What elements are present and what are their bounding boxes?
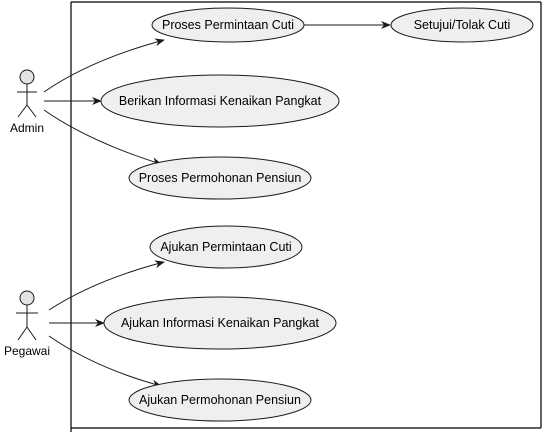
use-case-uc5-label: Ajukan Permintaan Cuti	[160, 240, 291, 254]
actor-pegawai: Pegawai	[4, 290, 50, 358]
use-case-uc5[interactable]: Ajukan Permintaan Cuti	[149, 225, 303, 269]
actor-admin-label: Admin	[10, 121, 44, 135]
association-pegawai-uc5	[48, 260, 165, 311]
use-case-uc2[interactable]: Setujui/Tolak Cuti	[390, 7, 534, 43]
use-case-uc1[interactable]: Proses Permintaan Cuti	[151, 7, 305, 43]
system-boundary	[70, 1, 542, 432]
stick-figure-icon	[16, 290, 38, 341]
association-pegawai-uc7	[48, 335, 162, 388]
use-case-uc2-label: Setujui/Tolak Cuti	[414, 18, 511, 32]
use-case-uc4-label: Proses Permohonan Pensiun	[139, 171, 302, 185]
use-case-uc7[interactable]: Ajukan Permohonan Pensiun	[128, 378, 312, 422]
use-case-uc1-label: Proses Permintaan Cuti	[162, 18, 294, 32]
actor-pegawai-label: Pegawai	[4, 344, 50, 358]
use-case-uc3-label: Berikan Informasi Kenaikan Pangkat	[119, 94, 322, 108]
use-case-uc6-label: Ajukan Informasi Kenaikan Pangkat	[121, 316, 320, 330]
stick-figure-icon	[17, 69, 37, 118]
association-admin-uc4	[43, 109, 162, 166]
association-admin-uc1	[43, 38, 165, 93]
use-case-uc6[interactable]: Ajukan Informasi Kenaikan Pangkat	[103, 296, 337, 350]
actor-admin: Admin	[10, 69, 44, 135]
use-case-uc4[interactable]: Proses Permohonan Pensiun	[128, 156, 312, 200]
use-case-uc7-label: Ajukan Permohonan Pensiun	[139, 393, 301, 407]
associations	[43, 21, 391, 388]
use-case-uc3[interactable]: Berikan Informasi Kenaikan Pangkat	[100, 74, 340, 128]
